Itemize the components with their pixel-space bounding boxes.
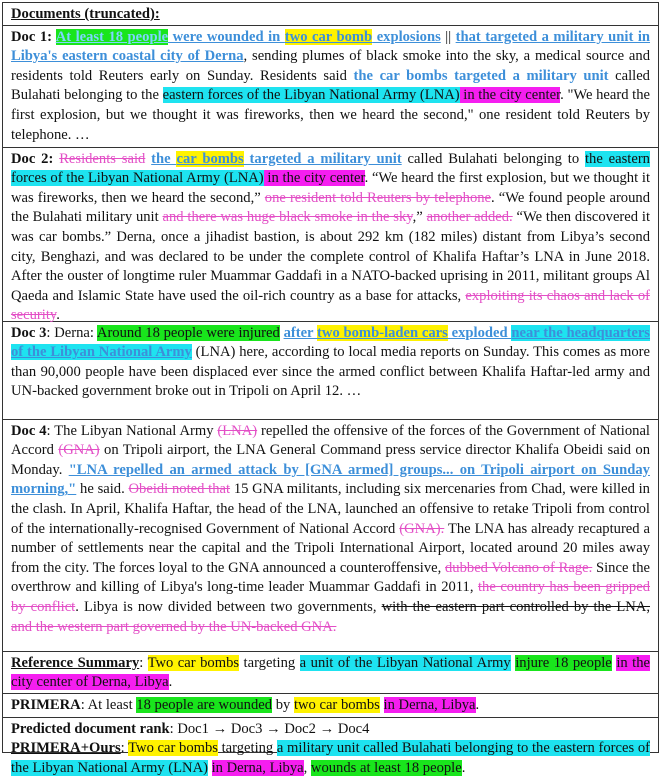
primera-block: PRIMERA: At least 18 people are wounded …: [3, 694, 658, 718]
reference-label: Reference Summary: [11, 654, 140, 671]
primera-span-5: [380, 697, 384, 713]
primera-span-6: in Derna, Libya: [383, 696, 476, 713]
doc3-label: Doc 3: [11, 324, 47, 341]
doc4-label: Doc 4: [11, 422, 47, 439]
doc4-span-12: dubbed Volcano of Rage.: [445, 559, 593, 576]
doc2-block: Doc 2: Residents said the car bombs targ…: [3, 148, 658, 324]
doc4-span-1: : The Libyan National Army: [46, 422, 218, 439]
ref-span-2: Two car bombs: [147, 654, 240, 671]
doc3-block: Doc 3: Derna: Around 18 people were inju…: [3, 322, 658, 420]
ours-span-3: targeting: [217, 740, 277, 757]
ref-span-4: a unit of the Libyan National Army: [299, 654, 511, 671]
doc3-span-2: Around 18 people were injured: [96, 324, 280, 341]
doc4-span-7: he said.: [76, 481, 129, 498]
doc1-span-4: explosions: [372, 28, 441, 45]
doc2-span-3: car bombs: [176, 150, 244, 167]
ours-span-2: Two car bombs: [128, 740, 218, 757]
ours-span-8: wounds at least 18 people: [310, 759, 462, 776]
doc4-block: Doc 4: The Libyan National Army (LNA) re…: [3, 420, 658, 652]
doc1-span-7: , sending plumes of black smoke into the…: [11, 48, 650, 84]
primera-span-7: .: [475, 696, 480, 713]
doc1-span-5: ||: [440, 28, 456, 45]
doc1-span-11: in the city center: [459, 87, 561, 104]
ours-label: PRIMERA+Ours: [11, 740, 121, 757]
ref-span-1: :: [139, 654, 148, 671]
ref-span-3: targeting: [239, 654, 300, 671]
doc2-label: Doc 2: [11, 150, 49, 167]
doc1-colon: :: [47, 28, 56, 45]
primera-span-4: two car bombs: [293, 696, 380, 713]
documents-header: Documents (truncated):: [3, 3, 658, 26]
doc4-span-5: on Tripoli airport, the LNA General Comm…: [11, 442, 650, 478]
doc2-span-2: the: [151, 150, 177, 167]
doc2-span-11: and there was huge black smoke in the sk…: [162, 209, 413, 226]
doc1-span-2: were wounded in: [168, 28, 285, 45]
doc3-span-5: exploded: [447, 324, 512, 341]
rank-label: Predicted document rank: [11, 720, 170, 737]
doc2-span-16: .: [56, 307, 60, 324]
doc3-span-4: two bomb-laden cars: [317, 324, 448, 341]
doc2-span-12: ,”: [412, 209, 427, 226]
doc4-span-14: the country has been gripped by conflict: [11, 579, 650, 615]
ours-span-9: .: [461, 759, 466, 776]
doc4-span-4: (GNA): [58, 442, 100, 459]
primera-span-3: by: [272, 696, 294, 713]
doc4-span-11: The LNA has already recaptured a number …: [11, 520, 651, 576]
doc4-span-15: . Libya is now divided between two gover…: [75, 598, 382, 615]
doc1-span-9: called Bulahati belonging to the: [11, 67, 650, 104]
ours-span-6: in Derna, Libya: [211, 759, 304, 776]
doc2-span-1: Residents said: [59, 150, 146, 167]
doc2-span-8: . “We heard the first explosion, but we …: [11, 170, 650, 206]
reference-summary-block: Reference Summary: Two car bombs targeti…: [3, 652, 658, 694]
ref-span-6: injure 18 people: [515, 654, 612, 671]
ours-span-7: ,: [303, 759, 311, 776]
doc3-span-1: : Derna:: [46, 324, 97, 341]
predicted-rank-line: Predicted document rank: Doc1 → Doc3 → D…: [11, 720, 650, 740]
doc2-span-9: one resident told Reuters by telephone: [264, 189, 492, 206]
doc4-span-13: Since the overthrow and killing of Libya…: [11, 559, 650, 596]
ours-span-1: :: [120, 740, 129, 757]
ours-line: PRIMERA+Ours: Two car bombs targeting a …: [11, 739, 650, 778]
doc2-span-13: another added.: [426, 209, 513, 226]
doc4-span-18: and the western part governed by the UN-…: [11, 618, 337, 635]
primera-span-1: : At least: [80, 696, 137, 713]
doc1-span-3: two car bomb: [284, 28, 373, 45]
ref-span-9: .: [168, 674, 173, 691]
doc1-span-8: the car bombs targeted a military unit: [353, 67, 609, 84]
rank-value: : Doc1 → Doc3 → Doc2 → Doc4: [169, 720, 370, 737]
doc1-span-6: that targeted a military unit in Libya's…: [11, 28, 651, 65]
doc2-span-7: in the city center: [263, 170, 365, 187]
doc1-block: Doc 1: At least 18 people were wounded i…: [3, 26, 658, 148]
doc1-label: Doc 1: [11, 28, 48, 45]
doc4-span-9: 15 GNA militants, including six mercenar…: [11, 481, 650, 537]
doc2-span-15: exploiting its chaos and lack of securit…: [11, 287, 650, 324]
doc3-span-3: after: [283, 324, 318, 341]
doc1-span-10: eastern forces of the Libyan National Ar…: [162, 87, 460, 104]
doc2-span-10: . “We found people around the Bulahati m…: [11, 189, 650, 226]
doc4-span-6: "LNA repelled an armed attack by [GNA ar…: [11, 461, 650, 498]
primera-span-2: 18 people are wounded: [136, 696, 273, 713]
rank-and-ours-block: Predicted document rank: Doc1 → Doc3 → D…: [3, 718, 658, 782]
doc2-colon: :: [48, 150, 60, 167]
doc2-span-4: targeted a military unit: [243, 150, 402, 167]
doc3-span-7: (LNA) here, according to local media rep…: [11, 344, 651, 400]
doc4-span-16: with the eastern part controlled by the …: [381, 598, 650, 615]
doc4-span-2: (LNA): [217, 422, 258, 439]
doc1-span-12: . "We heard the first explosion, but we …: [11, 87, 651, 143]
doc4-span-3: repelled the offensive of the forces of …: [11, 422, 650, 459]
doc4-span-10: (GNA).: [399, 520, 445, 537]
doc1-span-1: At least 18 people: [55, 28, 169, 45]
doc2-span-14: “We then discovered it was car bombs.” D…: [11, 209, 651, 304]
doc2-span-5: called Bulahati belonging to: [401, 150, 585, 167]
doc4-span-8: Obeidi noted that: [128, 481, 231, 498]
primera-label: PRIMERA: [11, 696, 81, 713]
